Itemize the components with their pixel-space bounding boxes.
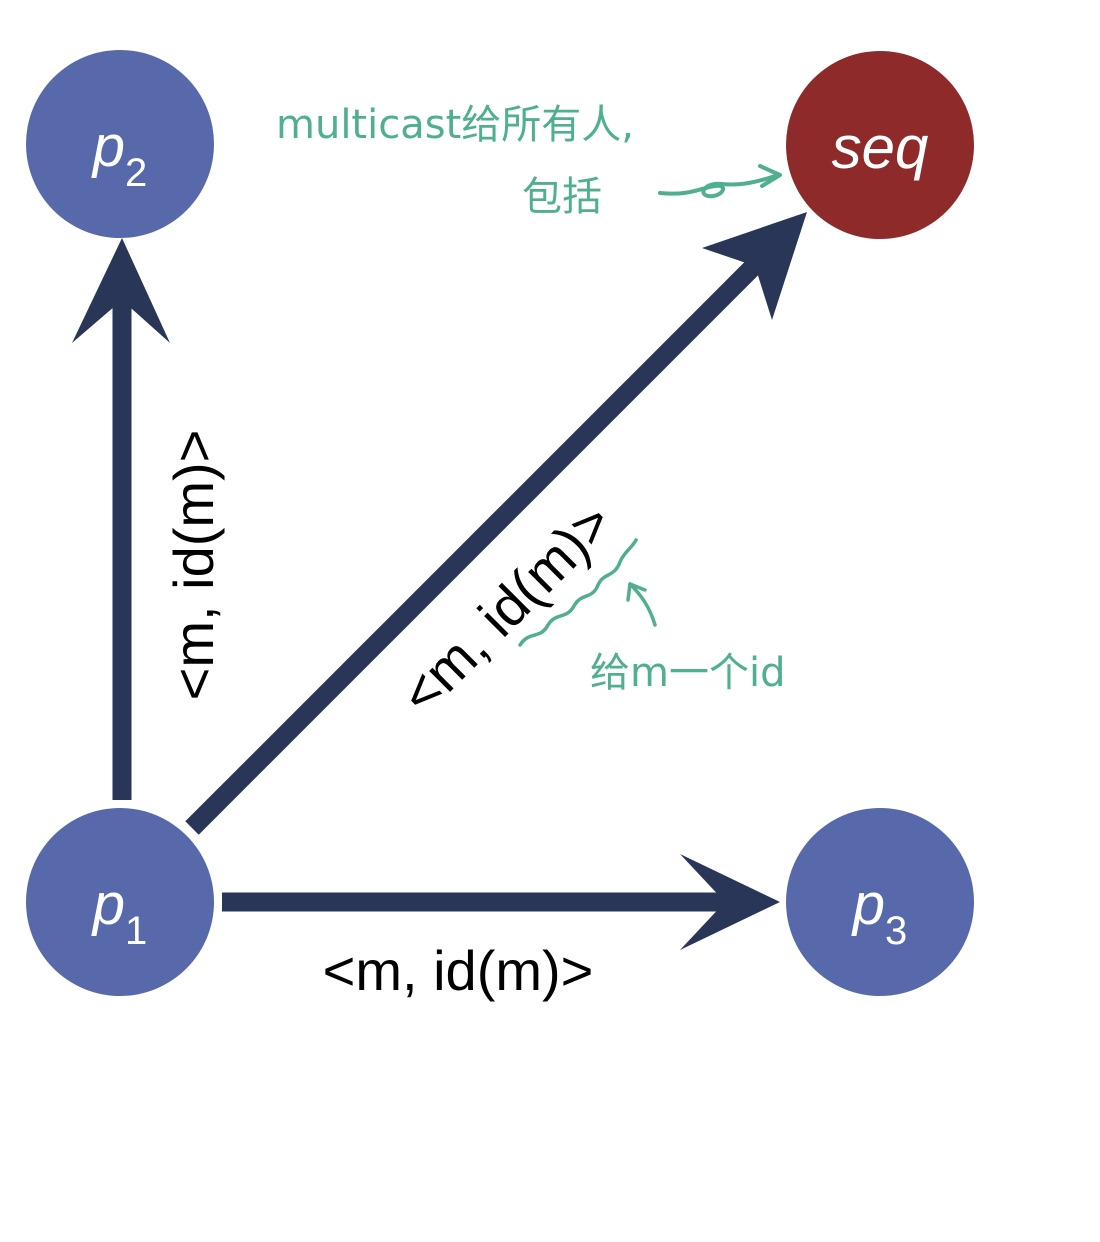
arrow-p1-to-p3 — [222, 854, 780, 950]
node-p1-subscript: 1 — [125, 909, 147, 953]
svg-text:p1: p1 — [91, 872, 148, 953]
node-p2-subscript: 2 — [125, 151, 147, 195]
node-p1-label: p — [91, 872, 125, 937]
node-p1: p1 — [26, 808, 214, 996]
node-p2-label: p — [91, 114, 125, 179]
annotation-multicast-line2: 包括 — [522, 174, 602, 220]
annotation-id-note: 给m一个id — [590, 650, 785, 696]
annotation-arrowhead-to-seq — [758, 164, 782, 188]
arrow-p1-to-seq — [185, 212, 807, 835]
arrow-p1-to-p2 — [72, 238, 170, 800]
node-p2: p2 — [26, 50, 214, 238]
node-p3-label: p — [851, 872, 885, 937]
svg-text:p2: p2 — [91, 114, 148, 195]
node-seq-label: seq — [832, 114, 929, 181]
annotation-squiggle-under-id — [518, 538, 638, 647]
svg-text:p3: p3 — [851, 872, 908, 953]
node-p3: p3 — [786, 808, 974, 996]
node-p3-subscript: 3 — [885, 909, 907, 953]
edge-label-p1-p2: <m, id(m)> — [162, 430, 225, 701]
annotation-multicast-line1: multicast给所有人, — [276, 102, 634, 148]
node-seq: seq — [786, 51, 974, 239]
annotation-arrow-to-seq — [658, 173, 780, 199]
annotation-arrowhead-to-id — [626, 582, 647, 602]
edge-label-p1-p3: <m, id(m)> — [323, 939, 594, 1002]
